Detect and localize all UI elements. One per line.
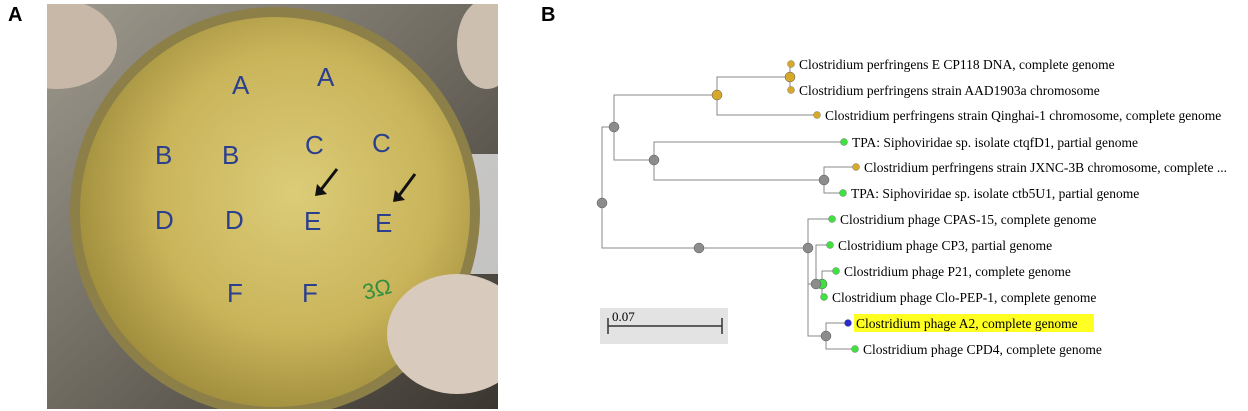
tip-label: TPA: Siphoviridae sp. isolate ctqfD1, pa… [852,135,1138,150]
tip-label: Clostridium phage A2, complete genome [856,316,1078,331]
tip-node [851,345,859,353]
tree-labels: Clostridium perfringens E CP118 DNA, com… [799,57,1227,357]
internal-node [818,174,830,186]
plate-letter: C [305,130,324,160]
plate-letter: A [232,70,250,100]
tip-label: Clostridium phage CPAS-15, complete geno… [840,212,1096,227]
tree-branches [601,63,856,350]
tip-node [839,189,847,197]
tip-label: Clostridium perfringens strain Qinghai-1… [825,108,1221,123]
internal-node [802,242,814,254]
tip-node [828,215,836,223]
plate-letter: E [304,206,321,236]
tip-label: Clostridium phage CP3, partial genome [838,238,1052,253]
tip-node [820,293,828,301]
plate-letter: D [155,205,174,235]
plate-letter: A [317,62,335,92]
plate-letter: B [222,140,239,170]
query-highlight [854,314,1094,332]
panel-label-b: B [541,4,556,26]
scale-bar-label: 0.07 [612,309,635,324]
scale-bar: 0.07 [600,308,728,344]
internal-node [608,121,620,133]
tree-nodes [596,60,860,353]
tip-label: Clostridium perfringens strain AAD1903a … [799,83,1100,98]
tip-label: Clostridium perfringens E CP118 DNA, com… [799,57,1115,72]
tip-node [844,319,852,327]
internal-node [810,278,822,290]
internal-node [711,89,723,101]
internal-node [820,330,832,342]
plate-letter: E [375,208,392,238]
tip-node [832,267,840,275]
phylogenetic-tree: Clostridium perfringens E CP118 DNA, com… [596,57,1227,357]
plate-letter: F [302,278,318,308]
tip-label: Clostridium phage CPD4, complete genome [863,342,1102,357]
tip-label: Clostridium phage P21, complete genome [844,264,1071,279]
plate-letter: B [155,140,172,170]
arrow-down-left-icon [393,173,417,202]
panel-label-a: A [8,4,23,26]
tip-node [787,60,795,68]
plate-letter: F [227,278,243,308]
plate-letter: D [225,205,244,235]
plate-letter: C [372,128,391,158]
internal-node [648,154,660,166]
tip-node [826,241,834,249]
internal-node [596,197,608,209]
tip-node [840,138,848,146]
tip-label: Clostridium phage Clo-PEP-1, complete ge… [832,290,1096,305]
internal-node [784,71,796,83]
tip-node [852,163,860,171]
arrow-down-left-icon [315,168,339,196]
tip-node [787,86,795,94]
finger-top-right [457,4,498,89]
tip-label: TPA: Siphoviridae sp. isolate ctb5U1, pa… [851,186,1139,201]
finger-top-left [47,4,117,89]
finger-bottom-right [387,274,498,394]
internal-node [693,242,705,254]
tip-node [813,111,821,119]
tip-label: Clostridium perfringens strain JXNC-3B c… [864,160,1227,175]
